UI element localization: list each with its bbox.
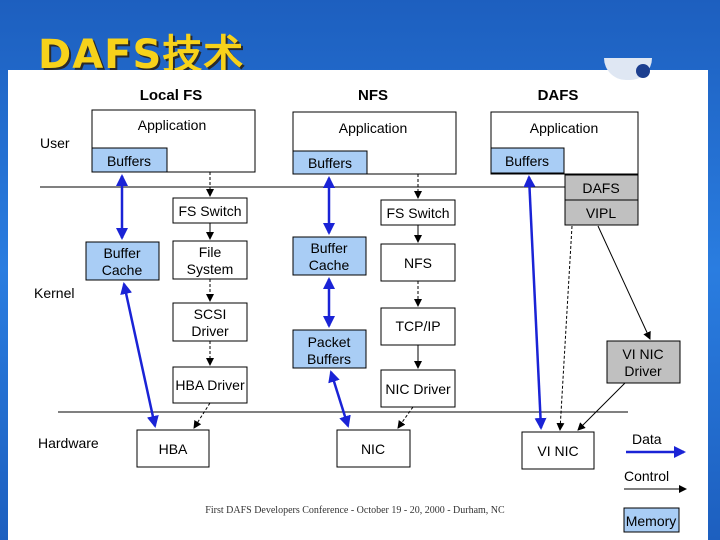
legend-memory-label: Memory [626, 513, 677, 529]
local-scsi-driver-line1: SCSI [194, 306, 227, 322]
nfs-buffer-cache-box [292, 236, 367, 276]
local-application-label: Application [138, 117, 207, 133]
nfs-nic-label: NIC [361, 441, 385, 457]
nfs-buffers-label: Buffers [308, 155, 352, 171]
dafs-buffers-label: Buffers [505, 153, 549, 169]
nfs-nic-driver-box [380, 369, 456, 408]
nfs-packet-buffers-line2: Buffers [307, 351, 351, 367]
corner-dot-icon [636, 64, 650, 78]
nfs-buffer-cache-line2: Cache [309, 257, 350, 273]
column-heading-dafs: DAFS [538, 87, 579, 104]
dafs-vipl-label: VIPL [586, 205, 617, 221]
dafs-buffers-box [490, 147, 565, 174]
legend-memory-box [623, 507, 680, 533]
local-buffers-label: Buffers [107, 153, 151, 169]
legend-control-label: Control [624, 468, 669, 484]
nfs-fs-switch-box [380, 199, 456, 226]
nfs-nfs-box [380, 243, 456, 282]
nfs-nic-box [336, 429, 411, 468]
dafs-vi-nic-driver-line1: VI NIC [622, 346, 663, 362]
dafs-application-label: Application [530, 120, 599, 136]
local-hba-box [136, 429, 210, 468]
nfs-packet-buffers-box [292, 329, 367, 369]
local-scsi-driver-box [172, 302, 248, 342]
dafs-dafs-label: DAFS [582, 180, 619, 196]
nfs-tcp-ip-box [380, 307, 456, 346]
dafs-vi-nic-box [521, 431, 595, 470]
nfs-application-label: Application [339, 120, 408, 136]
local-hba-label: HBA [159, 441, 188, 457]
dafs-vi-nic-driver-box [606, 340, 681, 384]
dafs-control-vipl-to-vi-nic [556, 225, 573, 431]
local-buffers-box [91, 147, 168, 173]
dafs-control-vipl-to-driver [597, 225, 651, 340]
local-buffer-cache-line2: Cache [102, 262, 143, 278]
nfs-nic-driver-label: NIC Driver [385, 381, 451, 397]
layer-label-user: User [40, 135, 70, 151]
local-fs-switch-box [172, 197, 248, 224]
column-heading-nfs: NFS [358, 87, 388, 104]
legend-data-label: Data [632, 431, 662, 447]
local-file-system-line2: System [187, 261, 234, 277]
local-file-system-line1: File [199, 244, 222, 260]
nfs-control-nic-driver-to-nic [397, 406, 414, 429]
layer-label-kernel: Kernel [34, 285, 74, 301]
local-buffer-cache-line1: Buffer [103, 245, 140, 261]
nfs-tcp-ip-label: TCP/IP [395, 318, 440, 334]
local-data-cache-hba [120, 282, 159, 428]
dafs-vipl-box [564, 199, 639, 226]
local-control-hba-driver-to-hba [193, 402, 211, 429]
slide-footer: First DAFS Developers Conference - Octob… [205, 505, 505, 516]
nfs-data-packet-nic [328, 370, 351, 428]
local-scsi-driver-line2: Driver [191, 323, 229, 339]
dafs-vi-nic-label: VI NIC [537, 443, 578, 459]
local-hba-driver-label: HBA Driver [175, 377, 245, 393]
nfs-buffers-box [292, 150, 368, 175]
nfs-fs-switch-label: FS Switch [386, 205, 449, 221]
layer-label-hardware: Hardware [38, 435, 99, 451]
nfs-buffer-cache-line1: Buffer [310, 240, 347, 256]
column-heading-local-fs: Local FS [140, 87, 203, 104]
nfs-packet-buffers-line1: Packet [308, 334, 351, 350]
local-file-system-box [172, 240, 248, 280]
dafs-data-buffers-vi-nic [523, 175, 547, 430]
dafs-vi-nic-driver-line2: Driver [624, 363, 662, 379]
local-fs-switch-label: FS Switch [178, 203, 241, 219]
nfs-nfs-label: NFS [404, 255, 432, 271]
local-buffer-cache-box [85, 241, 160, 281]
dafs-control-driver-to-vi-nic [577, 382, 626, 431]
